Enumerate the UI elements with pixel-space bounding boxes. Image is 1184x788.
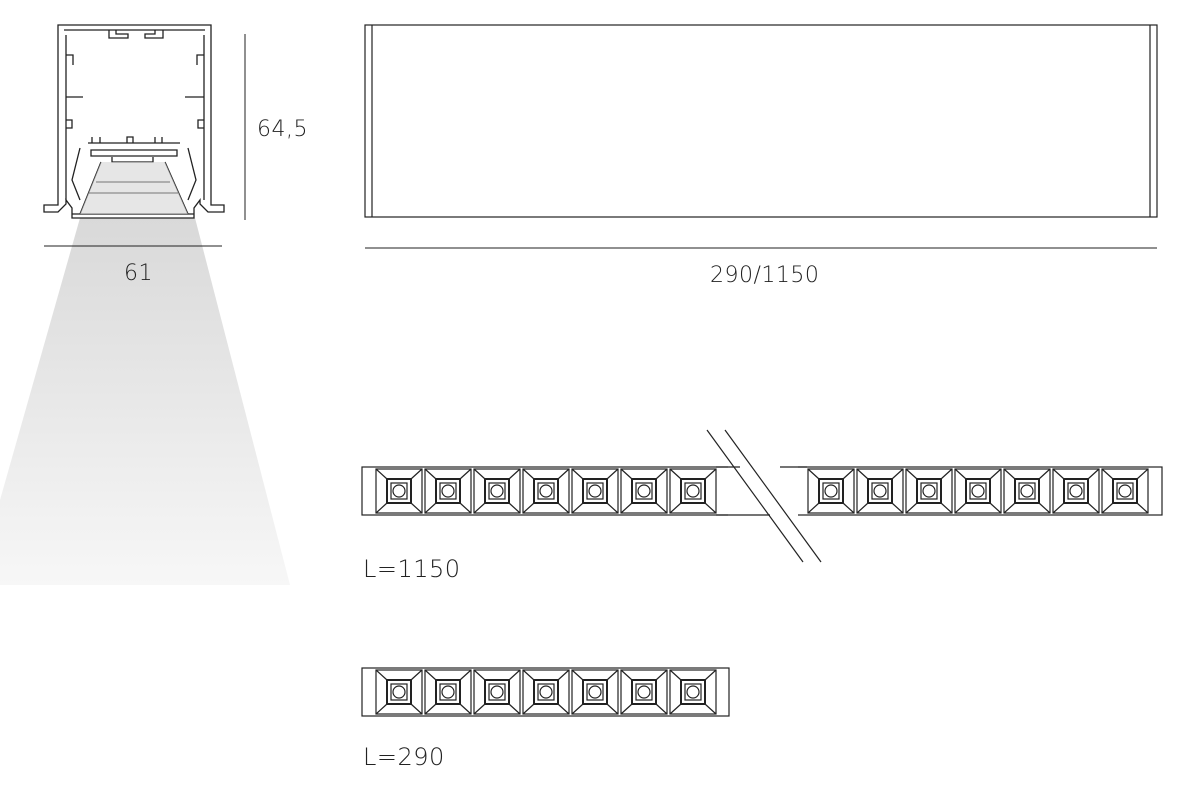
led-cell bbox=[669, 468, 717, 514]
led-cell bbox=[571, 468, 619, 514]
led-cell bbox=[1052, 468, 1100, 514]
length-label: 290/1150 bbox=[710, 263, 820, 288]
led-cell bbox=[473, 669, 521, 715]
led-strip-1150 bbox=[361, 466, 1163, 516]
led-cell bbox=[424, 669, 472, 715]
led-cell bbox=[375, 468, 423, 514]
strip-290-label: L=290 bbox=[363, 743, 445, 771]
led-cell bbox=[620, 468, 668, 514]
led-cell bbox=[905, 468, 953, 514]
light-beam bbox=[0, 218, 290, 585]
strip-1150-label: L=1150 bbox=[363, 555, 461, 583]
led-cell bbox=[571, 669, 619, 715]
led-cell bbox=[522, 468, 570, 514]
lens-fill bbox=[80, 162, 188, 214]
led-cell bbox=[807, 468, 855, 514]
width-label: 61 bbox=[124, 261, 153, 286]
led-cell bbox=[669, 669, 717, 715]
led-cell bbox=[1101, 468, 1149, 514]
height-label: 64,5 bbox=[257, 117, 308, 142]
led-cell bbox=[620, 669, 668, 715]
break-lines bbox=[706, 429, 822, 563]
led-strip-290 bbox=[361, 667, 730, 717]
led-cell bbox=[473, 468, 521, 514]
led-cell bbox=[1003, 468, 1051, 514]
profile-cross-section bbox=[43, 24, 225, 219]
led-cell bbox=[954, 468, 1002, 514]
side-view bbox=[364, 24, 1158, 218]
led-cell bbox=[522, 669, 570, 715]
break-gap bbox=[728, 460, 798, 520]
led-cell bbox=[424, 468, 472, 514]
led-cell bbox=[375, 669, 423, 715]
led-cell bbox=[856, 468, 904, 514]
